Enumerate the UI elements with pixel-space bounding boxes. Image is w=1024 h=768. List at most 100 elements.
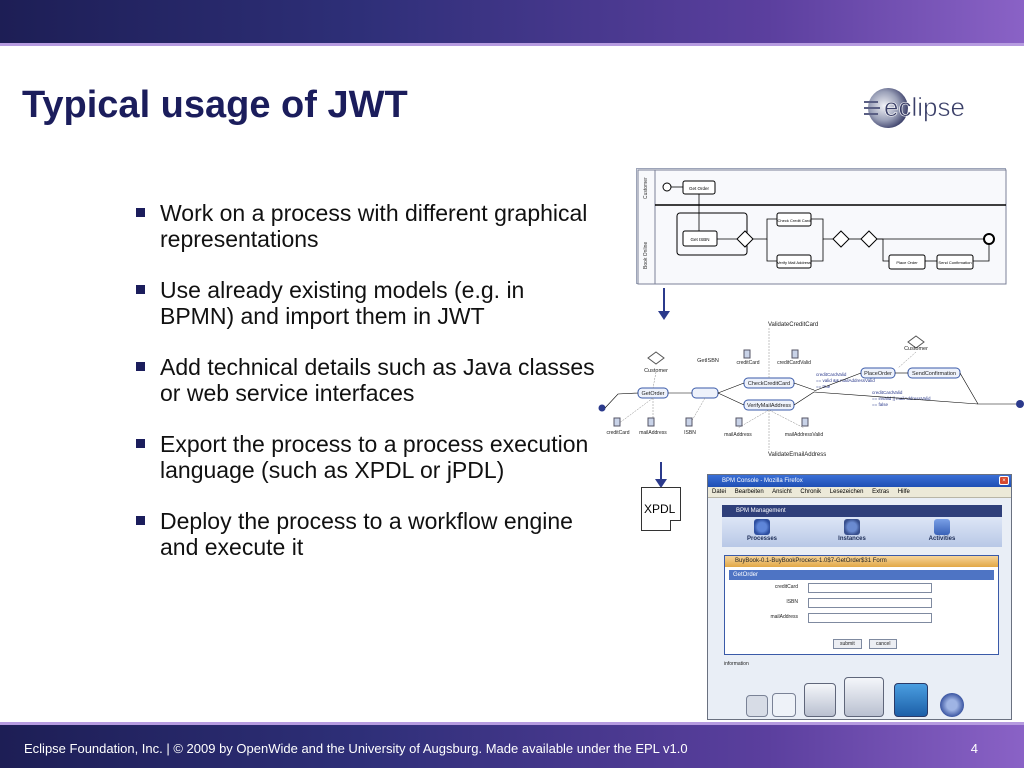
- bullet-item: Add technical details such as Java class…: [134, 354, 604, 406]
- bullet-square-icon: [136, 362, 145, 371]
- svg-text:Get Order: Get Order: [689, 186, 710, 191]
- svg-text:Customer: Customer: [904, 346, 928, 352]
- svg-text:Place Order: Place Order: [896, 260, 918, 265]
- tab-activities[interactable]: Activities: [912, 517, 972, 547]
- submit-button[interactable]: submit: [833, 639, 862, 649]
- browser-titlebar: BPM Console - Mozilla Firefox ×: [708, 475, 1011, 487]
- bullet-square-icon: [136, 439, 145, 448]
- bullet-square-icon: [136, 285, 145, 294]
- actor-icon: Customer: [644, 351, 668, 374]
- svg-text:Verify Mail Address: Verify Mail Address: [777, 260, 811, 265]
- status-text: information: [724, 661, 749, 667]
- browser-title: BPM Console - Mozilla Firefox: [722, 478, 803, 484]
- bullet-item: Use already existing models (e.g. in BPM…: [134, 277, 604, 329]
- bullet-list: Work on a process with different graphic…: [134, 200, 604, 585]
- browser-menubar: Datei Bearbeiten Ansicht Chronik Lesezei…: [708, 487, 1011, 498]
- svg-text:== false: == false: [872, 402, 889, 407]
- menu-item-ansicht[interactable]: Ansicht: [772, 489, 792, 495]
- svg-text:GetISBN: GetISBN: [697, 358, 719, 364]
- isbn-label: ISBN: [786, 599, 798, 605]
- pool-label: Customer: [643, 177, 649, 199]
- svg-text:CheckCreditCard: CheckCreditCard: [748, 381, 790, 387]
- activities-icon: [934, 519, 950, 535]
- bullet-item: Work on a process with different graphic…: [134, 200, 604, 252]
- svg-text:creditCard: creditCard: [736, 360, 759, 366]
- footer-text: Eclipse Foundation, Inc. | © 2009 by Ope…: [24, 741, 688, 756]
- gears-icon: [844, 519, 860, 535]
- eclipse-logo: eclipse: [864, 88, 965, 128]
- svg-text:eclipse: eclipse: [884, 92, 965, 122]
- footer-banner: Eclipse Foundation, Inc. | © 2009 by Ope…: [0, 722, 1024, 768]
- bullet-item: Export the process to a process executio…: [134, 431, 604, 483]
- svg-text:SendConfirmation: SendConfirmation: [912, 371, 956, 377]
- slide-title: Typical usage of JWT: [22, 84, 408, 126]
- application-dock: [736, 675, 986, 719]
- svg-text:creditCard: creditCard: [606, 430, 629, 436]
- isbn-field[interactable]: [808, 598, 932, 608]
- menu-item-bearbeiten[interactable]: Bearbeiten: [734, 489, 764, 495]
- dock-app-icon[interactable]: [746, 695, 768, 717]
- tab-processes[interactable]: Processes: [732, 517, 792, 547]
- svg-text:creditCardValid: creditCardValid: [872, 390, 903, 395]
- svg-text:GetOrder: GetOrder: [642, 391, 665, 397]
- form-row: ISBN: [725, 597, 998, 610]
- svg-text:== true: == true: [816, 384, 831, 389]
- dock-window-icon[interactable]: [804, 683, 836, 717]
- menu-item-lesezeichen[interactable]: Lesezeichen: [829, 489, 864, 495]
- close-icon[interactable]: ×: [999, 476, 1009, 485]
- bpm-management-header: BPM Management: [722, 505, 1002, 517]
- svg-text:PlaceOrder: PlaceOrder: [864, 371, 892, 377]
- dock-globe-icon[interactable]: [940, 693, 964, 717]
- svg-text:creditCardValid: creditCardValid: [777, 360, 811, 366]
- browser-window: BPM Console - Mozilla Firefox × Datei Be…: [707, 474, 1012, 720]
- form-section-header: GetOrder: [729, 570, 994, 580]
- xpdl-document-icon: XPDL: [641, 487, 681, 531]
- cancel-button[interactable]: cancel: [869, 639, 898, 649]
- actor-icon: Customer: [904, 335, 928, 352]
- svg-text:ISBN: ISBN: [684, 430, 696, 436]
- xpdl-label: XPDL: [644, 502, 676, 516]
- page-number: 4: [970, 741, 978, 756]
- menu-item-chronik[interactable]: Chronik: [800, 489, 822, 495]
- lane-label: Book Online: [643, 242, 649, 269]
- form-title: BuyBook-0.1-BuyBookProcess-1.0$7-GetOrde…: [725, 556, 998, 567]
- svg-text:Get ISBN: Get ISBN: [690, 237, 709, 242]
- dock-home-icon[interactable]: [894, 683, 928, 717]
- bullet-square-icon: [136, 516, 145, 525]
- svg-text:Customer: Customer: [644, 368, 668, 374]
- bullet-square-icon: [136, 208, 145, 217]
- bpm-tab-bar: Processes Instances Activities: [722, 517, 1002, 547]
- svg-text:== valid && mailAddressValid: == valid && mailAddressValid: [816, 378, 875, 383]
- svg-text:mailAddress: mailAddress: [724, 432, 752, 438]
- bpmn-diagram: Customer Book Online Get Order Get ISBN …: [636, 168, 1007, 285]
- mail-address-field[interactable]: [808, 613, 932, 623]
- gear-icon: [754, 519, 770, 535]
- down-arrow-icon: [658, 288, 670, 320]
- svg-text:mailAddress: mailAddress: [639, 430, 667, 436]
- dock-add-icon[interactable]: [772, 693, 796, 717]
- dock-settings-icon[interactable]: [844, 677, 884, 717]
- bullet-item: Deploy the process to a workflow engine …: [134, 508, 604, 560]
- mail-address-label: mailAddress: [770, 614, 798, 620]
- svg-text:Send Confirmation: Send Confirmation: [938, 260, 971, 265]
- svg-text:mailAddressValid: mailAddressValid: [785, 432, 823, 438]
- bpm-management-title: BPM Management: [736, 508, 786, 514]
- svg-text:creditCardValid: creditCardValid: [816, 372, 847, 377]
- svg-text:Check Credit Card: Check Credit Card: [778, 218, 811, 223]
- validate-email-address-label: ValidateEmailAddress: [768, 452, 826, 458]
- menu-item-datei[interactable]: Datei: [712, 489, 727, 495]
- svg-text:VerifyMailAddress: VerifyMailAddress: [747, 403, 791, 409]
- credit-card-field[interactable]: [808, 583, 932, 593]
- top-banner: [0, 0, 1024, 46]
- task-form-window: BuyBook-0.1-BuyBookProcess-1.0$7-GetOrde…: [724, 555, 999, 655]
- form-row: creditCard: [725, 582, 998, 595]
- tab-instances[interactable]: Instances: [822, 517, 882, 547]
- menu-item-hilfe[interactable]: Hilfe: [897, 489, 910, 495]
- form-row: mailAddress: [725, 612, 998, 625]
- menu-item-extras[interactable]: Extras: [872, 489, 890, 495]
- bpmn-diagram-graphic: Customer Book Online Get Order Get ISBN …: [637, 169, 1007, 285]
- jwt-process-diagram: ValidateCreditCard ValidateEmailAddress …: [598, 322, 1024, 458]
- credit-card-label: creditCard: [774, 584, 798, 590]
- down-arrow-icon: [655, 462, 667, 488]
- validate-credit-card-label: ValidateCreditCard: [768, 322, 818, 328]
